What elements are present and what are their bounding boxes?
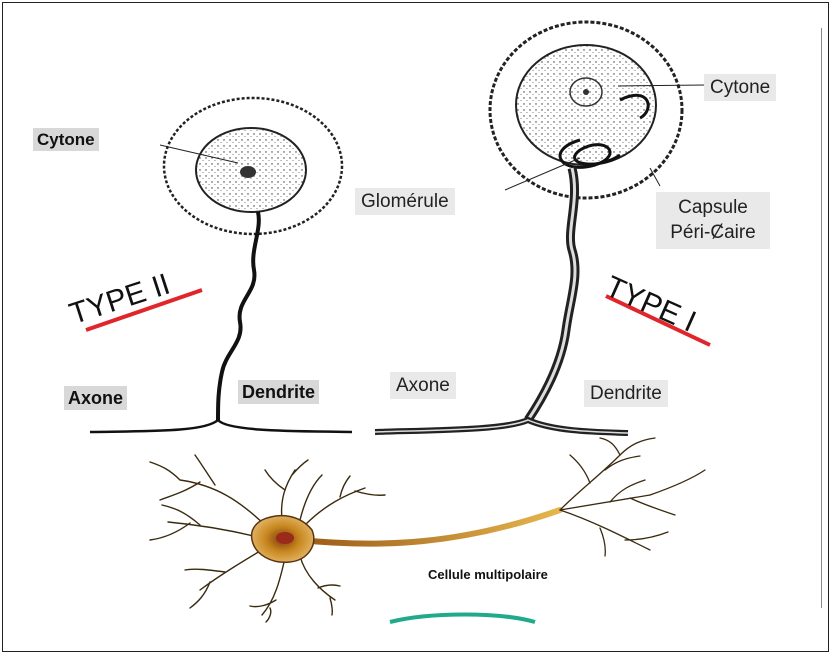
type1-cytone-label: Cytone	[704, 74, 776, 101]
multipolar-caption: Cellule multipolaire	[428, 567, 548, 582]
teal-arc	[390, 615, 535, 623]
multipolar-terminals	[560, 438, 705, 556]
type1-dendrite-label: Dendrite	[584, 380, 668, 407]
glomerule-label: Glomérule	[355, 188, 455, 215]
type2-dendrite-label: Dendrite	[238, 380, 319, 404]
type1-process-outer	[528, 168, 575, 420]
type2-branch	[90, 420, 352, 432]
multipolar-nucleus	[276, 532, 294, 544]
type2-axone-label: Axone	[64, 386, 127, 410]
capsule-label-line1: Capsule	[662, 196, 764, 221]
type2-nucleus	[240, 166, 256, 178]
capsule-label: Capsule Péri-Ȼaire	[656, 192, 770, 249]
type1-axone-label: Axone	[390, 372, 456, 399]
multipolar-neuron	[150, 438, 705, 622]
type2-cytone-label: Cytone	[33, 128, 99, 151]
capsule-label-line2: Péri-Ȼaire	[662, 221, 764, 246]
multipolar-axon	[300, 510, 560, 544]
